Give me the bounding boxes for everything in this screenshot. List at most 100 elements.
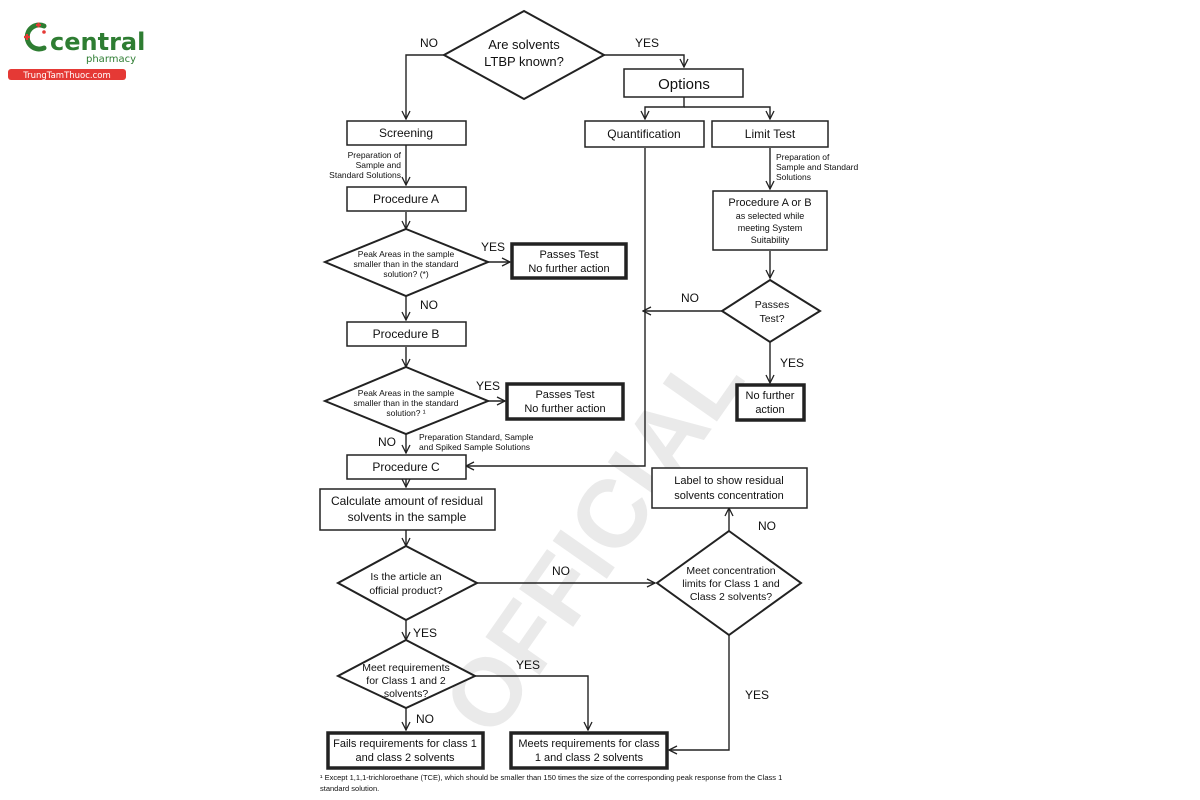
label-no-start: NO (420, 36, 438, 50)
decision-procedure-b: Peak Areas in the sample smaller than in… (322, 365, 491, 436)
terminal-fails: Fails requirements for class 1 and class… (326, 731, 485, 770)
box-quantification-text: Quantification (607, 127, 680, 141)
terminal-meets-line1: Meets requirements for class (518, 738, 660, 750)
terminal-fails-line1: Fails requirements for class 1 (333, 738, 477, 750)
prep-ab-line1: Preparation of (348, 150, 402, 160)
terminal-passes-b: Passes Test No further action (505, 382, 625, 421)
terminal-passes-a-line1: Passes Test (539, 249, 598, 261)
decision-official-line2: official product? (369, 585, 443, 597)
box-calculate-line2: solvents in the sample (348, 510, 467, 524)
footnote-line1: ¹ Except 1,1,1-trichloroethane (TCE), wh… (320, 773, 782, 782)
prep-limit-line3: Solutions (776, 172, 811, 182)
box-calculate: Calculate amount of residual solvents in… (319, 488, 496, 531)
label-yes-b: YES (476, 379, 500, 393)
logo-site-bar (8, 69, 126, 80)
box-procedure-b: Procedure B (346, 321, 467, 347)
decision-a-line3: solution? (*) (383, 269, 429, 279)
prep-ab-line3: Standard Solutions (329, 170, 401, 180)
decision-b-line1: Peak Areas in the sample (358, 388, 455, 398)
label-yes-conc: YES (745, 688, 769, 702)
label-no-passes: NO (681, 291, 699, 305)
terminal-passes-b-line1: Passes Test (535, 389, 594, 401)
logo-site: TrungTamThuoc.com (22, 71, 111, 81)
prep-limit-line2: Sample and Standard (776, 162, 858, 172)
box-label-show-line2: solvents concentration (674, 490, 783, 502)
box-quantification: Quantification (584, 120, 705, 148)
prep-c-line2: and Spiked Sample Solutions (419, 442, 530, 452)
footnote-line2: standard solution. (320, 784, 379, 793)
decision-b-line3: solution? ¹ (386, 408, 425, 418)
box-calculate-line1: Calculate amount of residual (331, 494, 483, 508)
box-procedure-c: Procedure C (346, 454, 467, 480)
box-label-show-line1: Label to show residual (674, 475, 783, 487)
box-procedure-b-text: Procedure B (373, 327, 440, 341)
annotation-prep-limit: Preparation of Sample and Standard Solut… (776, 152, 858, 182)
decision-meet-req-line2: for Class 1 and 2 (366, 675, 446, 687)
logo-mark-icon (24, 22, 47, 52)
annotation-prep-screening: Preparation of Sample and Standard Solut… (329, 150, 401, 180)
decision-start-line2: LTBP known? (484, 54, 564, 69)
label-yes-start: YES (635, 36, 659, 50)
decision-passes-test: Passes Test? (720, 278, 822, 344)
annotation-prep-c: Preparation Standard, Sample and Spiked … (419, 432, 534, 452)
box-options: Options (623, 68, 744, 98)
box-proc-ab-line2: as selected while (736, 211, 805, 221)
terminal-no-further-line1: No further (746, 390, 795, 402)
terminal-no-further-action: No further action (735, 383, 806, 422)
prep-ab-line2: Sample and (356, 160, 402, 170)
footnote: ¹ Except 1,1,1-trichloroethane (TCE), wh… (320, 773, 782, 793)
connectors (406, 54, 770, 750)
box-options-text: Options (658, 76, 710, 93)
decision-meet-req-line1: Meet requirements (362, 662, 450, 674)
logo-sub: pharmacy (86, 54, 136, 65)
edge-labels: NO YES YES NO YES NO NO YES YES NO NO YE… (378, 36, 804, 726)
terminal-fails-line2: and class 2 solvents (355, 752, 455, 764)
decision-start: Are solvents LTBP known? (441, 9, 607, 101)
decision-meet-requirements: Meet requirements for Class 1 and 2 solv… (335, 638, 478, 710)
terminal-meets-line2: 1 and class 2 solvents (535, 752, 644, 764)
terminal-meets: Meets requirements for class 1 and class… (509, 731, 669, 770)
label-yes-passes: YES (780, 356, 804, 370)
decision-official-product: Is the article an official product? (335, 544, 480, 622)
label-no-a: NO (420, 298, 438, 312)
label-no-b: NO (378, 435, 396, 449)
decision-passes-line2: Test? (759, 313, 784, 325)
label-yes-a: YES (481, 240, 505, 254)
decision-procedure-a: Peak Areas in the sample smaller than in… (322, 227, 491, 298)
box-limit-test-text: Limit Test (745, 127, 796, 141)
box-proc-ab-line3: meeting System (738, 223, 803, 233)
decision-concentration-limits: Meet concentration limits for Class 1 an… (655, 529, 803, 637)
decision-official-line1: Is the article an (370, 571, 441, 583)
decision-conc-line1: Meet concentration (686, 565, 775, 577)
decision-a-line1: Peak Areas in the sample (358, 249, 455, 259)
box-procedure-a-text: Procedure A (373, 192, 439, 206)
terminal-passes-a: Passes Test No further action (510, 242, 628, 280)
terminal-passes-b-line2: No further action (524, 403, 605, 415)
decision-conc-line3: Class 2 solvents? (690, 591, 772, 603)
decision-meet-req-line3: solvents? (384, 688, 429, 700)
prep-limit-line1: Preparation of (776, 152, 830, 162)
box-screening-text: Screening (379, 126, 433, 140)
label-no-meet: NO (416, 712, 434, 726)
label-yes-official: YES (413, 626, 437, 640)
decision-passes-line1: Passes (755, 299, 789, 311)
box-procedure-a-or-b: Procedure A or B as selected while meeti… (712, 190, 828, 251)
label-no-official: NO (552, 564, 570, 578)
logo-brand: central (50, 28, 145, 56)
box-label-show: Label to show residual solvents concentr… (651, 467, 808, 509)
label-no-conc: NO (758, 519, 776, 533)
box-limit-test: Limit Test (711, 120, 829, 148)
terminal-no-further-line2: action (755, 404, 784, 416)
box-proc-ab-line4: Suitability (751, 235, 790, 245)
terminal-passes-a-line2: No further action (528, 263, 609, 275)
box-procedure-c-text: Procedure C (372, 460, 440, 474)
decision-b-line2: smaller than in the standard (354, 398, 459, 408)
box-proc-ab-line1: Procedure A or B (728, 197, 811, 209)
box-screening: Screening (346, 120, 467, 146)
central-pharmacy-logo: central pharmacy TrungTamThuoc.com (8, 22, 145, 81)
decision-start-line1: Are solvents (488, 37, 560, 52)
decision-conc-line2: limits for Class 1 and (682, 578, 780, 590)
prep-c-line1: Preparation Standard, Sample (419, 432, 534, 442)
box-procedure-a: Procedure A (346, 186, 467, 212)
